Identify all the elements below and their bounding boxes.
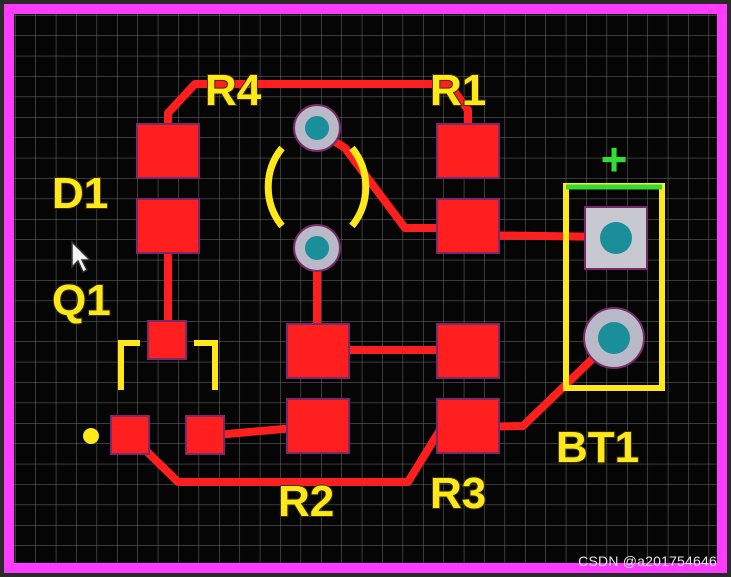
q1-silkscreen (118, 340, 218, 390)
pad-r3-top[interactable] (436, 323, 500, 379)
pad-r3-bottom[interactable] (436, 398, 500, 454)
pad-d1-top[interactable] (136, 123, 200, 179)
pad-r2-top[interactable] (286, 323, 350, 379)
pad-r1-bottom[interactable] (436, 198, 500, 254)
label-r3: R3 (430, 469, 486, 518)
trace-r4-r1 (164, 80, 472, 152)
label-d1: D1 (52, 169, 108, 218)
label-r1: R1 (430, 66, 486, 115)
pad-r2-bottom[interactable] (286, 398, 350, 454)
pad-q1-collector[interactable] (147, 320, 187, 360)
pad-q1-base[interactable] (185, 415, 225, 455)
pad-r1-top[interactable] (436, 123, 500, 179)
watermark: CSDN @a201754646 (578, 553, 717, 569)
label-r2: R2 (278, 477, 334, 526)
mouse-pointer-icon (71, 240, 92, 274)
grid-overlay (14, 14, 717, 563)
led-vias[interactable] (293, 104, 341, 272)
led-silkscreen (264, 145, 370, 229)
bt1-plus-sign: + (601, 133, 628, 185)
pads (110, 123, 500, 455)
q1-pin1-dot (83, 428, 99, 444)
label-q1: Q1 (52, 276, 111, 325)
pad-d1-bottom[interactable] (136, 198, 200, 254)
label-r4: R4 (205, 66, 262, 115)
board-outline (4, 4, 727, 573)
pad-q1-emitter[interactable] (110, 415, 150, 455)
label-bt1: BT1 (556, 423, 639, 472)
